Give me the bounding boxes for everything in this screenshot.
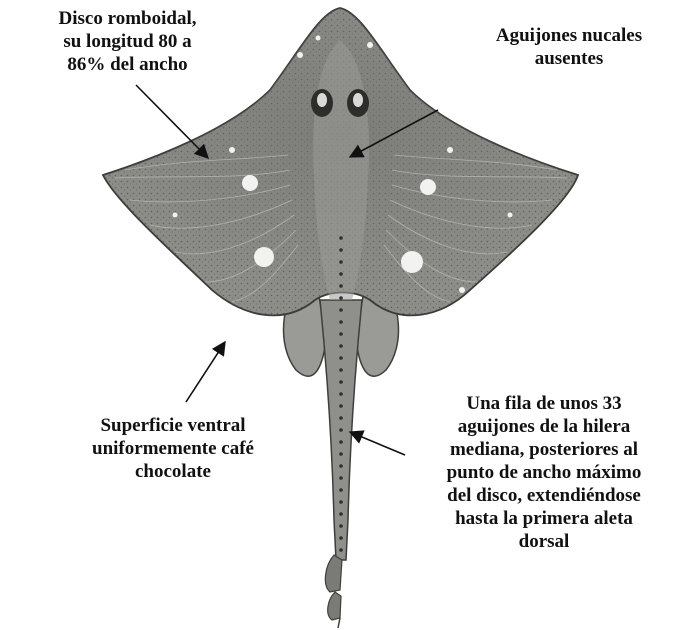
ventral-surface-label: Superficie ventral uniformemente café ch…: [48, 414, 298, 483]
midrow-thorns-line-5: del disco, extendiéndose: [400, 484, 688, 507]
midrow-thorns-line-3: mediana, posteriores al: [400, 438, 688, 461]
first-dorsal-fin: [325, 555, 342, 592]
ventral-surface-line-3: chocolate: [48, 460, 298, 483]
tail-tip: [338, 618, 340, 628]
nuchal-thorns-line-2: ausentes: [450, 47, 688, 70]
midrow-thorns-label: Una fila de unos 33 aguijones de la hile…: [400, 392, 688, 553]
arrow-disc-shape: [136, 85, 208, 158]
disc-shape-label: Disco romboidal, su longitud 80 a 86% de…: [0, 7, 255, 76]
nuchal-thorns-label: Aguijones nucales ausentes: [450, 24, 688, 70]
disc-shape-line-1: Disco romboidal,: [0, 7, 255, 30]
midrow-thorns-line-7: dorsal: [400, 530, 688, 553]
ventral-surface-line-1: Superficie ventral: [48, 414, 298, 437]
ventral-surface-line-2: uniformemente café: [48, 437, 298, 460]
disc-shape-line-2: su longitud 80 a: [0, 30, 255, 53]
midrow-thorns-line-6: hasta la primera aleta: [400, 507, 688, 530]
midrow-thorns-line-4: punto de ancho máximo: [400, 461, 688, 484]
midrow-thorns-line-1: Una fila de unos 33: [400, 392, 688, 415]
disc-shape-line-3: 86% del ancho: [0, 53, 255, 76]
second-dorsal-fin: [328, 592, 341, 620]
midrow-thorns-line-2: aguijones de la hilera: [400, 415, 688, 438]
nuchal-thorns-line-1: Aguijones nucales: [450, 24, 688, 47]
arrow-ventral-surface: [186, 342, 225, 402]
arrow-midrow-thorns: [350, 432, 405, 455]
